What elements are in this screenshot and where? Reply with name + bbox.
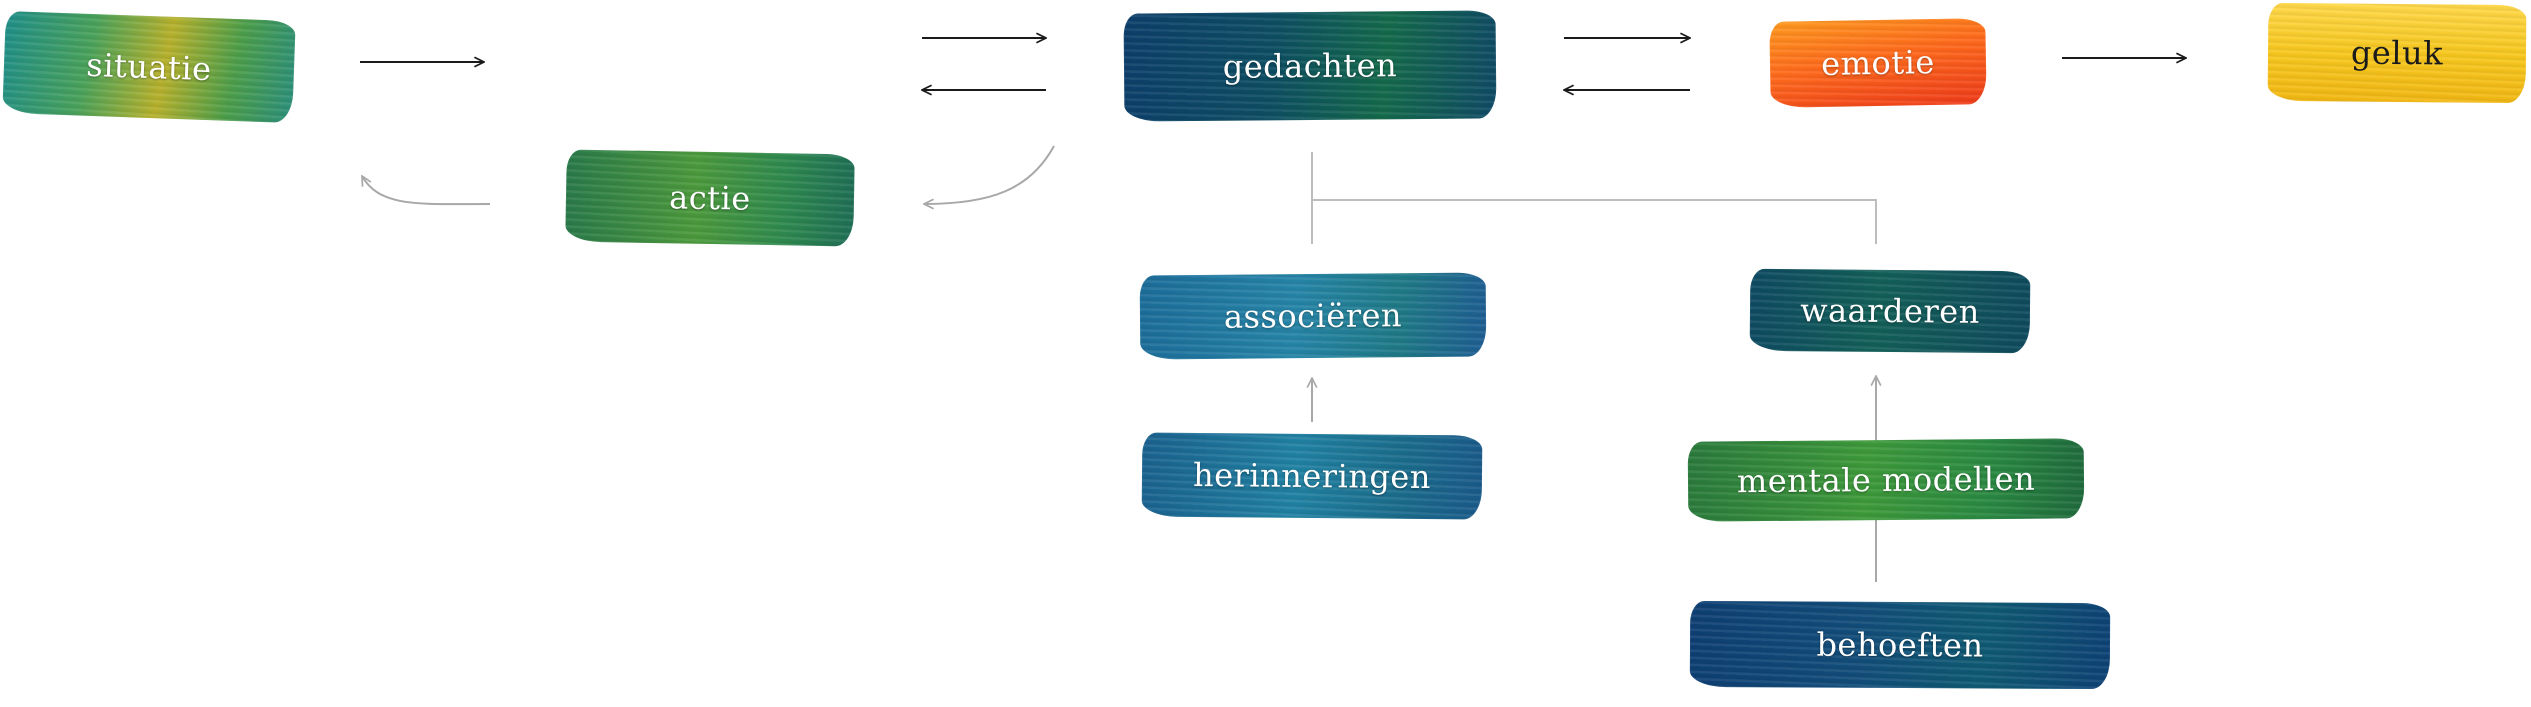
bracket-gedachten-branch [1311,152,1877,244]
node-waarderen: waarderen [1749,268,2031,354]
node-situatie: situatie [2,10,296,124]
node-associeren: associëren [1139,272,1487,360]
node-actie-label: actie [668,178,752,218]
node-geluk: geluk [2267,2,2527,104]
node-associeren-label: associëren [1223,296,1403,336]
node-behoeften-label: behoeften [1816,625,1984,665]
arrow-actie-to-situatie [362,176,491,206]
arrow-gedachten-to-actie [924,145,1055,204]
node-waarderen-label: waarderen [1800,291,1980,331]
node-actie: actie [565,149,855,247]
node-geluk-label: geluk [2350,33,2444,73]
node-emotie-label: emotie [1820,43,1936,83]
node-herinneringen: herinneringen [1141,432,1483,520]
node-situatie-label: situatie [85,45,213,89]
node-herinneringen-label: herinneringen [1192,455,1432,497]
node-mentale-modellen: mentale modellen [1687,438,2085,522]
node-behoeften: behoeften [1689,600,2111,690]
node-emotie: emotie [1769,18,1987,108]
node-gedachten-label: gedachten [1222,46,1398,86]
node-mentale-modellen-label: mentale modellen [1736,459,2036,501]
node-gedachten: gedachten [1123,10,1497,122]
